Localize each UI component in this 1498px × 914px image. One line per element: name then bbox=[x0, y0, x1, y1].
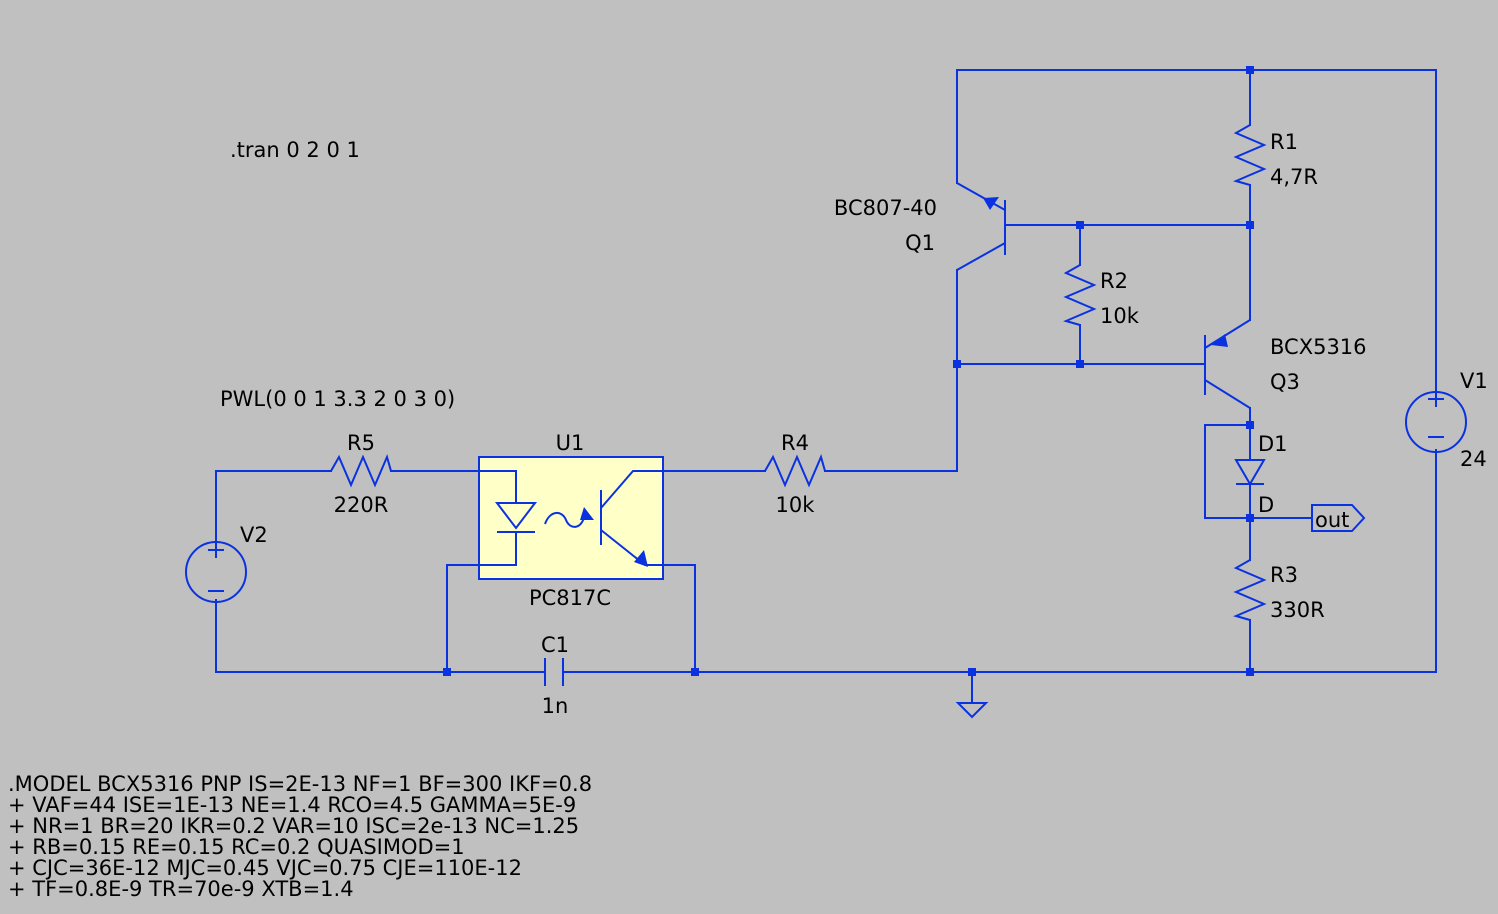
q1-pnp-transistor-symbol[interactable] bbox=[956, 182, 1006, 271]
out-net-flag[interactable]: out bbox=[1311, 504, 1366, 532]
pwl-source-value[interactable]: PWL(0 0 1 3.3 2 0 3 0) bbox=[220, 387, 455, 411]
model-line: + NR=1 BR=20 IKR=0.2 VAR=10 ISC=2e-13 NC… bbox=[8, 814, 579, 838]
wires bbox=[215, 69, 1437, 704]
model-directive[interactable]: .MODEL BCX5316 PNP IS=2E-13 NF=1 BF=300 … bbox=[8, 772, 592, 901]
r1-resistor-symbol[interactable] bbox=[1233, 124, 1267, 186]
c1-value: 1n bbox=[542, 694, 569, 718]
model-line: + VAF=44 ISE=1E-13 NE=1.4 RCO=4.5 GAMMA=… bbox=[8, 793, 576, 817]
junction-dots bbox=[443, 66, 1254, 676]
r2-value: 10k bbox=[1100, 304, 1140, 328]
r4-resistor-symbol[interactable] bbox=[764, 454, 826, 488]
junction-dot bbox=[1246, 221, 1254, 229]
c1-name: C1 bbox=[541, 633, 569, 657]
tran-directive[interactable]: .tran 0 2 0 1 bbox=[230, 138, 360, 162]
v2-voltage-source-symbol[interactable] bbox=[185, 541, 247, 603]
d1-name: D1 bbox=[1258, 432, 1288, 456]
r3-resistor-symbol[interactable] bbox=[1233, 559, 1267, 621]
r4-name: R4 bbox=[781, 431, 809, 455]
u1-model: PC817C bbox=[529, 586, 611, 610]
q1-name: Q1 bbox=[905, 231, 935, 255]
q3-name: Q3 bbox=[1270, 370, 1300, 394]
junction-dot bbox=[1246, 66, 1254, 74]
v2-name: V2 bbox=[240, 523, 268, 547]
junction-dot bbox=[953, 360, 961, 368]
v1-value: 24 bbox=[1460, 447, 1487, 471]
q1-model: BC807-40 bbox=[834, 196, 937, 220]
out-net-label: out bbox=[1315, 508, 1349, 532]
ground-symbol[interactable] bbox=[955, 702, 989, 719]
d1-diode-symbol[interactable] bbox=[1234, 459, 1266, 486]
junction-dot bbox=[968, 668, 976, 676]
v1-name: V1 bbox=[1460, 369, 1488, 393]
q3-pnp-transistor-symbol[interactable] bbox=[1204, 319, 1251, 409]
junction-dot bbox=[1076, 360, 1084, 368]
r1-value: 4,7R bbox=[1270, 165, 1318, 189]
v1-voltage-source-symbol[interactable] bbox=[1405, 391, 1467, 453]
r4-value: 10k bbox=[776, 493, 816, 517]
junction-dot bbox=[1076, 221, 1084, 229]
junction-dot bbox=[1246, 421, 1254, 429]
r1-name: R1 bbox=[1270, 130, 1298, 154]
c1-capacitor-symbol[interactable] bbox=[544, 658, 564, 686]
model-line: + TF=0.8E-9 TR=70e-9 XTB=1.4 bbox=[8, 877, 354, 901]
r3-name: R3 bbox=[1270, 563, 1298, 587]
r2-name: R2 bbox=[1100, 269, 1128, 293]
r5-resistor-symbol[interactable] bbox=[330, 454, 392, 488]
r2-resistor-symbol[interactable] bbox=[1063, 264, 1097, 326]
u1-optocoupler-symbol[interactable] bbox=[478, 456, 664, 580]
model-line: .MODEL BCX5316 PNP IS=2E-13 NF=1 BF=300 … bbox=[8, 772, 592, 796]
junction-dot bbox=[691, 668, 699, 676]
r5-name: R5 bbox=[347, 431, 375, 455]
r3-value: 330R bbox=[1270, 598, 1325, 622]
model-line: + RB=0.15 RE=0.15 RC=0.2 QUASIMOD=1 bbox=[8, 835, 465, 859]
junction-dot bbox=[1246, 668, 1254, 676]
d1-model: D bbox=[1258, 493, 1274, 517]
q3-model: BCX5316 bbox=[1270, 335, 1367, 359]
u1-name: U1 bbox=[556, 431, 585, 455]
model-line: + CJC=36E-12 MJC=0.45 VJC=0.75 CJE=110E-… bbox=[8, 856, 522, 880]
r5-value: 220R bbox=[334, 493, 389, 517]
junction-dot bbox=[1246, 514, 1254, 522]
junction-dot bbox=[443, 668, 451, 676]
